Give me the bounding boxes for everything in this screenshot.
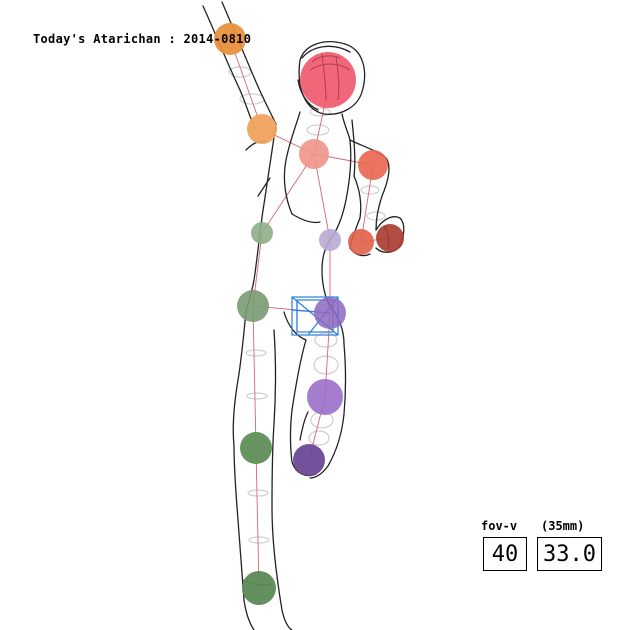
joint-right-hip[interactable] xyxy=(314,297,346,329)
joint-right-elbow[interactable] xyxy=(348,229,374,255)
lens-label: (35mm) xyxy=(541,519,585,533)
joint-left-knee[interactable] xyxy=(240,432,272,464)
joint-right-hip-top[interactable] xyxy=(319,229,341,251)
figure-sketch xyxy=(202,1,405,630)
joint-right-shoulder[interactable] xyxy=(358,150,388,180)
joint-left-hip-top[interactable] xyxy=(251,222,273,244)
hair-sketch xyxy=(309,53,351,101)
fov-input[interactable]: 40 xyxy=(483,537,527,571)
joint-head[interactable] xyxy=(300,52,356,108)
fov-label: fov-v xyxy=(481,519,518,533)
joint-handles[interactable] xyxy=(214,23,404,605)
focal-length-input[interactable]: 33.0 xyxy=(537,537,602,571)
joint-right-hand[interactable] xyxy=(376,224,404,252)
joint-chest[interactable] xyxy=(299,139,329,169)
page-title: Today's Atarichan : 2014-0810 xyxy=(33,32,252,46)
joint-left-elbow[interactable] xyxy=(247,114,277,144)
joint-left-hip[interactable] xyxy=(237,290,269,322)
rotation-rings xyxy=(228,66,386,544)
joint-right-foot[interactable] xyxy=(293,444,325,476)
joint-left-foot[interactable] xyxy=(242,571,276,605)
joint-left-hand[interactable] xyxy=(214,23,246,55)
joint-right-knee[interactable] xyxy=(307,379,343,415)
